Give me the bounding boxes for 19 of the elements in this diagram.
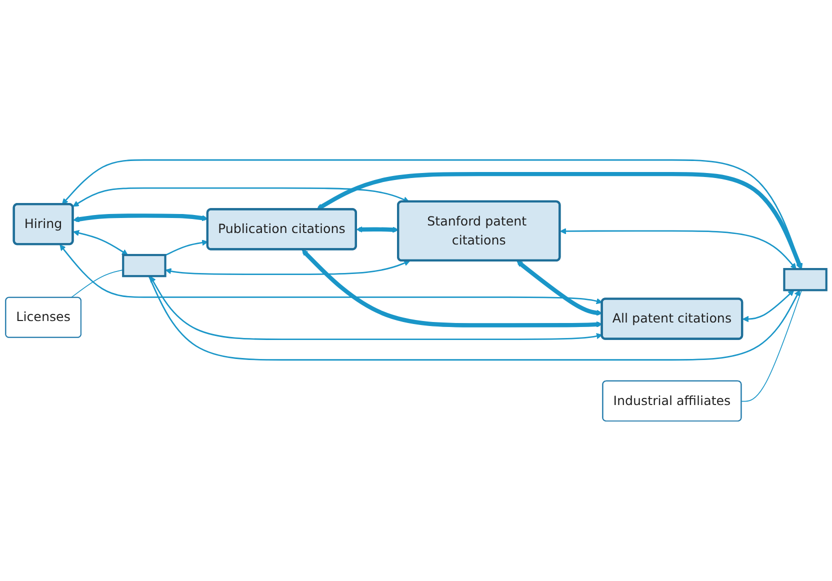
node-box	[783, 268, 828, 292]
arrow	[150, 276, 602, 340]
arrow	[316, 172, 802, 270]
arrow	[516, 260, 602, 316]
connector	[741, 290, 802, 402]
arrow	[73, 230, 128, 256]
connector	[70, 270, 124, 298]
arrow	[302, 250, 602, 328]
arrow	[742, 290, 794, 322]
arrow	[560, 228, 796, 270]
arrow	[164, 240, 208, 256]
arrow	[356, 226, 399, 233]
arrow	[62, 159, 803, 270]
arrow	[72, 187, 410, 207]
arrow	[73, 214, 208, 222]
arrow	[60, 244, 602, 304]
node-box	[122, 254, 166, 278]
arrow	[165, 260, 410, 276]
arrow	[148, 276, 800, 361]
